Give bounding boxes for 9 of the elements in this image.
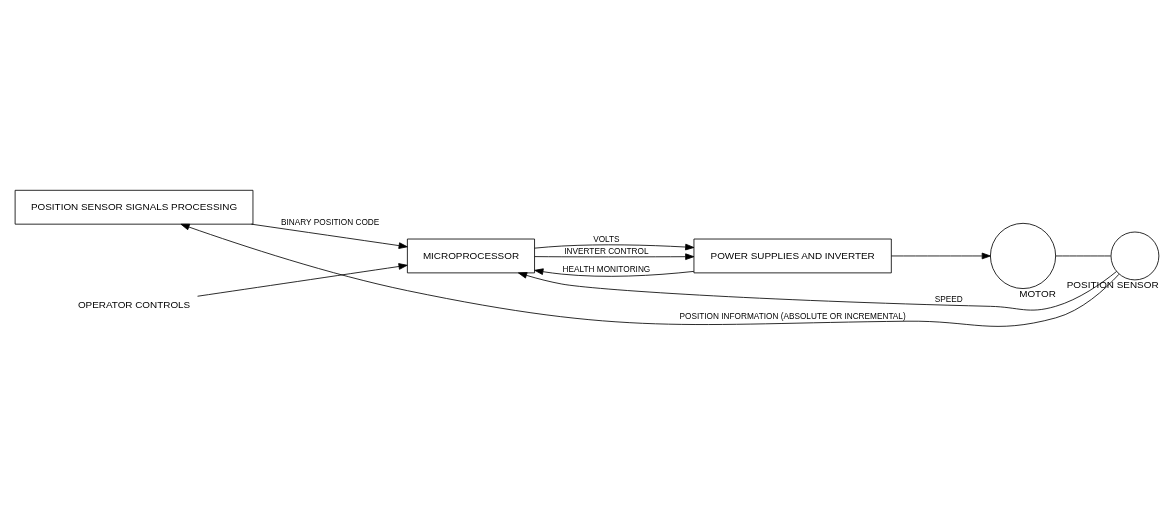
edge-label: SPEED: [934, 294, 963, 304]
edge-label: HEALTH MONITORING: [562, 264, 651, 274]
node-text: OPERATOR CONTROLS: [77, 298, 191, 310]
edge-label: INVERTER CONTROL: [564, 246, 649, 256]
node-label: POSITION SENSOR: [1066, 278, 1159, 290]
edge-label: POSITION INFORMATION (ABSOLUTE OR INCREMENTAL): [679, 311, 906, 321]
edge-label: BINARY POSITION CODE: [281, 217, 380, 227]
node-label: MOTOR: [1019, 287, 1056, 298]
edge-label: VOLTS: [593, 234, 620, 244]
